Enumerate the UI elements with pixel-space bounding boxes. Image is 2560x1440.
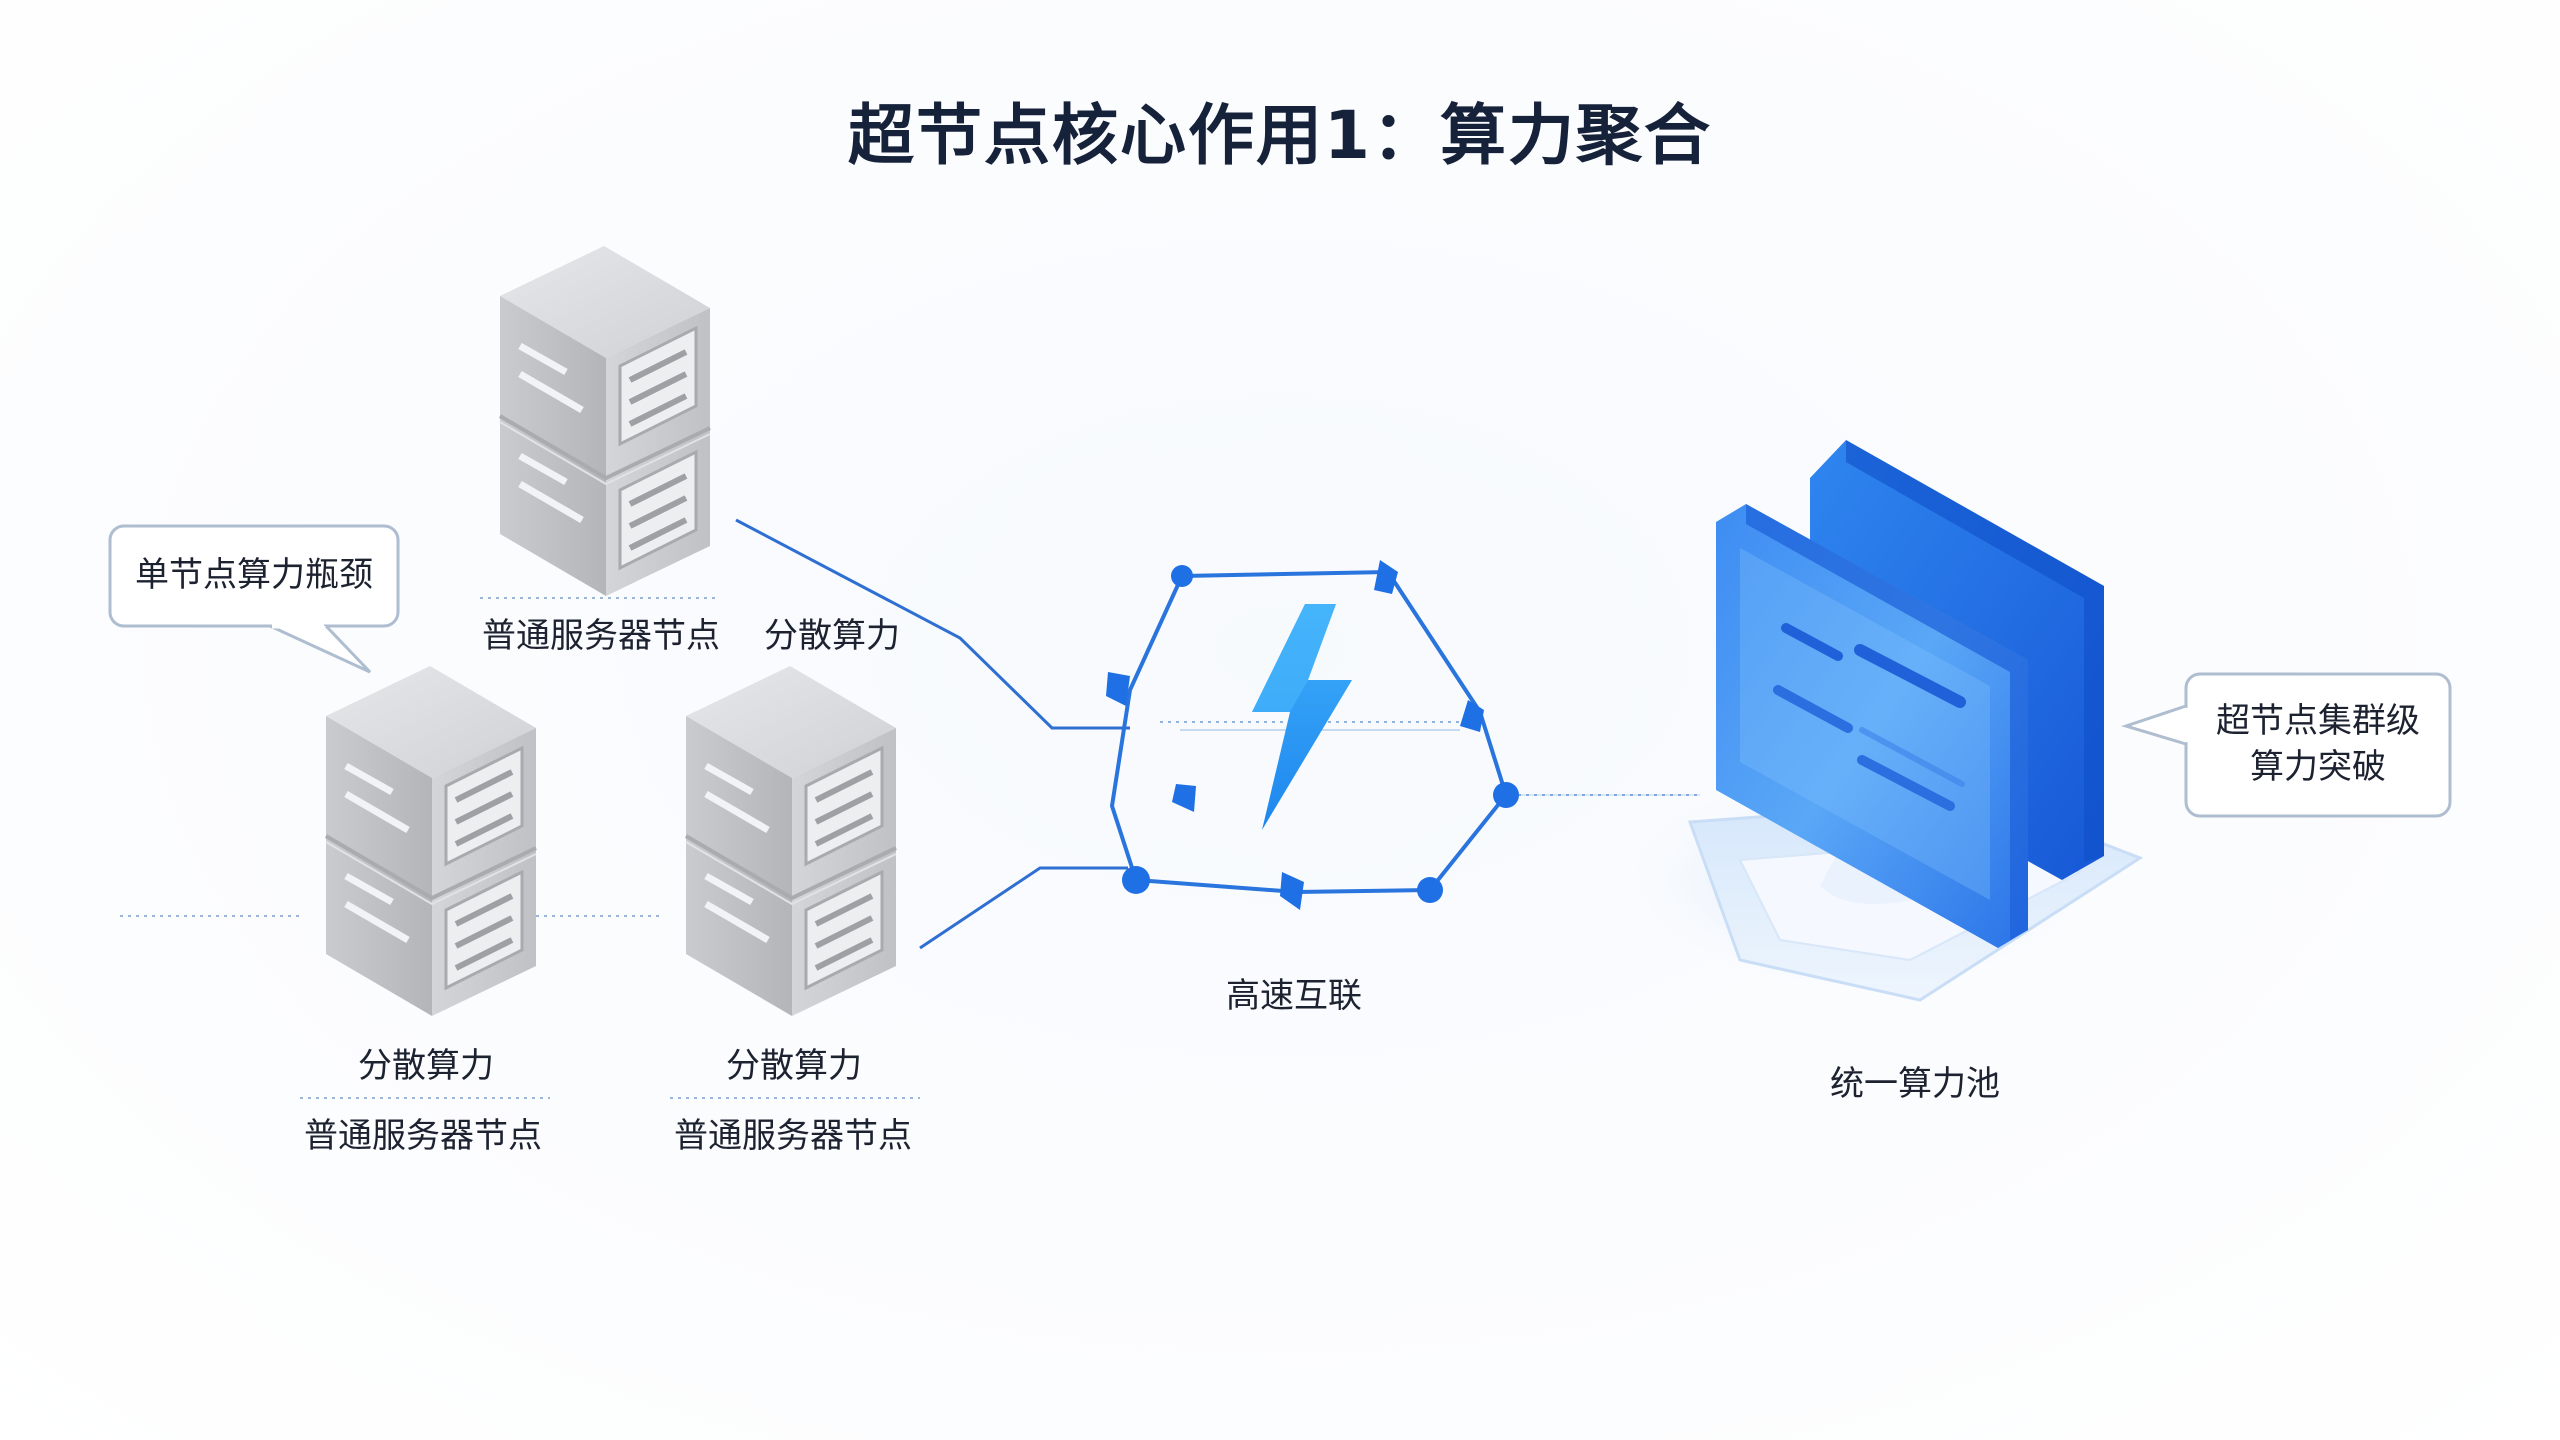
hex-node bbox=[1122, 866, 1150, 894]
server-icon bbox=[326, 666, 536, 1016]
server-node-label: 普通服务器节点 bbox=[482, 616, 720, 656]
pool-label: 统一算力池 bbox=[1830, 1064, 2000, 1104]
server-compute-label: 分散算力 bbox=[358, 1046, 494, 1086]
server-compute-label: 分散算力 bbox=[764, 616, 900, 656]
server-icon bbox=[500, 246, 710, 596]
hex-node bbox=[1171, 565, 1193, 587]
bottleneck-callout-bubble bbox=[108, 524, 400, 674]
server-node-label: 普通服务器节点 bbox=[674, 1116, 912, 1156]
hex-node bbox=[1417, 877, 1443, 903]
breakthrough-callout-bubble bbox=[2121, 672, 2452, 818]
hex-node bbox=[1106, 672, 1130, 706]
connector-line bbox=[919, 866, 1128, 950]
monitor-stack-icon bbox=[1600, 440, 2144, 1002]
hex-node bbox=[1493, 782, 1519, 808]
lightning-icon bbox=[1252, 604, 1352, 830]
hex-node bbox=[1172, 784, 1196, 812]
hex-node bbox=[1460, 700, 1484, 732]
server-node-label: 普通服务器节点 bbox=[304, 1116, 542, 1156]
connector-line bbox=[735, 518, 1130, 730]
server-compute-label: 分散算力 bbox=[726, 1046, 862, 1086]
hex-node bbox=[1280, 872, 1304, 910]
hex-node-set bbox=[1106, 560, 1519, 910]
server-icon bbox=[686, 666, 896, 1016]
breakthrough-callout-line1: 超节点集群级 bbox=[2216, 701, 2420, 741]
hex-node bbox=[1374, 560, 1398, 594]
bottleneck-callout: 单节点算力瓶颈 bbox=[135, 555, 373, 595]
page-title: 超节点核心作用1：算力聚合 bbox=[848, 97, 1712, 174]
interconnect-label: 高速互联 bbox=[1226, 976, 1362, 1016]
breakthrough-callout: 超节点集群级 算力突破 bbox=[2186, 698, 2450, 790]
interconnect-hexagon bbox=[1109, 569, 1509, 895]
breakthrough-callout-line2: 算力突破 bbox=[2250, 747, 2386, 787]
